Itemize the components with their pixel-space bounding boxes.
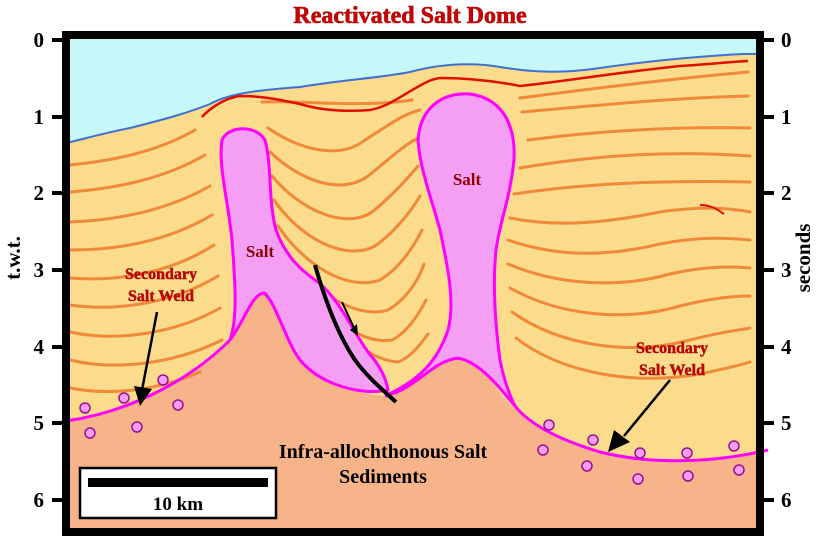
scale-bar [88,478,268,487]
scale-bar-box [78,466,278,520]
fault-slip-arrowhead [350,324,358,336]
horizon-line [506,262,752,285]
horizon-line [268,136,420,187]
horizon-line [68,153,207,194]
right-tick-label: 5 [781,411,792,435]
horizon-line [68,338,224,367]
seafloor-reflector [201,59,749,118]
left-tick-label: 4 [34,335,45,359]
salt-body-right [384,92,517,407]
weld-label-left-line2: Salt Weld [128,288,194,305]
secondary-salt-weld-left [65,338,232,423]
right-tick-label: 2 [781,181,792,205]
salt-label-right: Salt [453,170,482,189]
right-tick-label: 4 [781,335,792,359]
seafloor-reflector-step [699,204,725,215]
salt-remnant-grains [79,374,745,485]
sea-water [66,35,760,143]
right-axis-ticks [760,38,774,502]
scale-bar-label: 10 km [153,494,203,515]
weld-arrow-left-shaft [140,311,159,391]
horizon-line [270,164,420,221]
right-tick-label: 0 [781,28,792,52]
left-axis-label: t.w.t. [1,236,25,280]
right-axis-label: seconds [791,224,815,293]
horizon-line [68,128,197,167]
horizon-line [266,108,422,153]
horizon-line [518,152,752,170]
diagram-title: Reactivated Salt Dome [293,3,527,29]
horizon-line [68,213,214,252]
horizon-line [68,274,220,309]
salt-label-left: Salt [246,242,275,261]
left-tick-label: 2 [34,181,45,205]
weld-arrow-right-shaft [623,379,671,437]
weld-label-right-line2: Salt Weld [639,362,705,379]
weld-arrow-left-head [134,386,152,406]
normal-fault [313,264,398,404]
horizon-line [510,310,752,349]
horizon-line [508,286,752,317]
left-tick-label: 1 [34,105,45,129]
left-tick-label: 0 [34,28,45,52]
left-tick-label: 6 [34,488,45,512]
sea-floor-line [65,53,760,144]
right-tick-label: 1 [781,105,792,129]
horizon-line [514,336,752,380]
weld-arrow-right-head [608,430,630,452]
horizon-line [68,306,222,338]
right-tick-label: 3 [781,258,792,282]
left-tick-label: 5 [34,411,45,435]
right-tick-label: 6 [781,488,792,512]
horizon-line [512,180,752,196]
fault-slip-arrow [341,301,355,329]
left-tick-label: 3 [34,258,45,282]
weld-label-left-line1: Secondary [125,266,197,283]
horizon-line [272,194,422,253]
horizon-line [68,370,202,393]
horizon-line [68,184,212,224]
horizon-line [508,206,752,225]
infra-label-line1: Infra-allochthonous Salt [279,441,488,463]
infra-label-line2: Sediments [339,466,427,488]
horizon-line [520,94,750,114]
horizon-line [276,224,424,285]
horizon-line [68,243,216,281]
salt-body-left [219,127,390,394]
secondary-salt-weld-right [513,405,769,463]
horizon-line [518,70,750,100]
frame-border [62,31,764,536]
horizon-line [506,236,752,255]
horizon-line [526,126,752,142]
left-axis-ticks [52,38,66,502]
weld-label-right-line1: Secondary [636,340,708,357]
